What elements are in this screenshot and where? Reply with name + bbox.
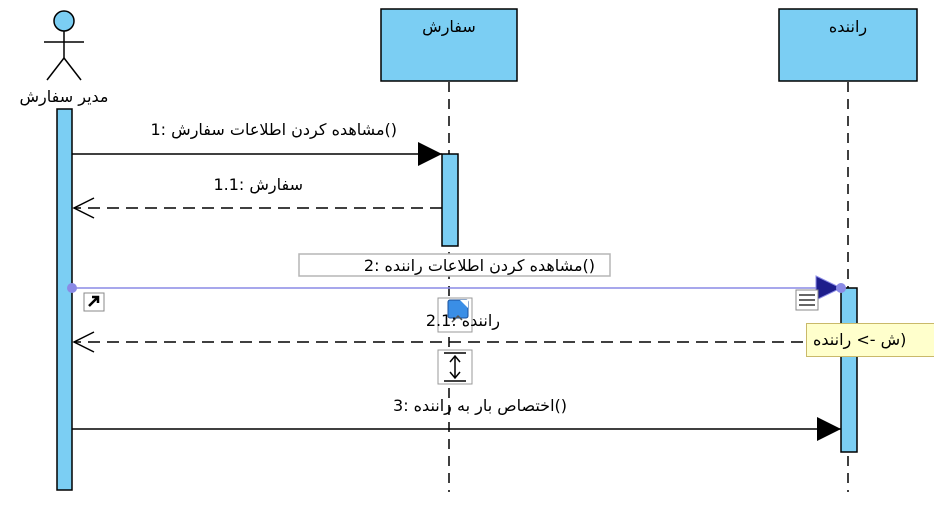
actor-label: مدیر سفارش <box>20 87 109 107</box>
lifeline-head-driver[interactable] <box>778 8 918 82</box>
message-2-1-label: 2.1: راننده <box>426 311 500 331</box>
message-1-1-arrowhead <box>72 197 95 219</box>
message-2-handle-start[interactable] <box>67 283 77 293</box>
message-1-1-label: 1.1: سفارش <box>213 175 303 195</box>
message-2-1-arrowhead <box>72 331 95 353</box>
message-1-label: 1: مشاهده کردن اطلاعات سفارش() <box>151 120 398 140</box>
resize-icon[interactable] <box>437 349 473 385</box>
message-3-label: 3: اختصاص بار به راننده() <box>393 396 567 416</box>
message-2-label-box <box>298 253 611 277</box>
sequence-number-icon[interactable] <box>795 289 819 311</box>
activation-order[interactable] <box>441 153 459 247</box>
lifeline-label-driver: راننده <box>829 17 867 37</box>
activation-driver[interactable] <box>840 287 858 453</box>
message-2-handle-end[interactable] <box>836 283 846 293</box>
open-spec-icon[interactable] <box>83 292 105 312</box>
actor-order-manager[interactable] <box>44 10 84 81</box>
lifeline-head-order[interactable] <box>380 8 518 82</box>
message-2-arrowhead <box>815 275 843 301</box>
lifeline-label-order: سفارش <box>422 17 476 37</box>
message-2-label: 2: مشاهده کردن اطلاعات راننده() <box>364 256 595 276</box>
activation-actor[interactable] <box>56 108 73 491</box>
hover-tooltip: ش -> راننده) <box>806 323 934 357</box>
model-element-icon[interactable] <box>437 297 473 333</box>
